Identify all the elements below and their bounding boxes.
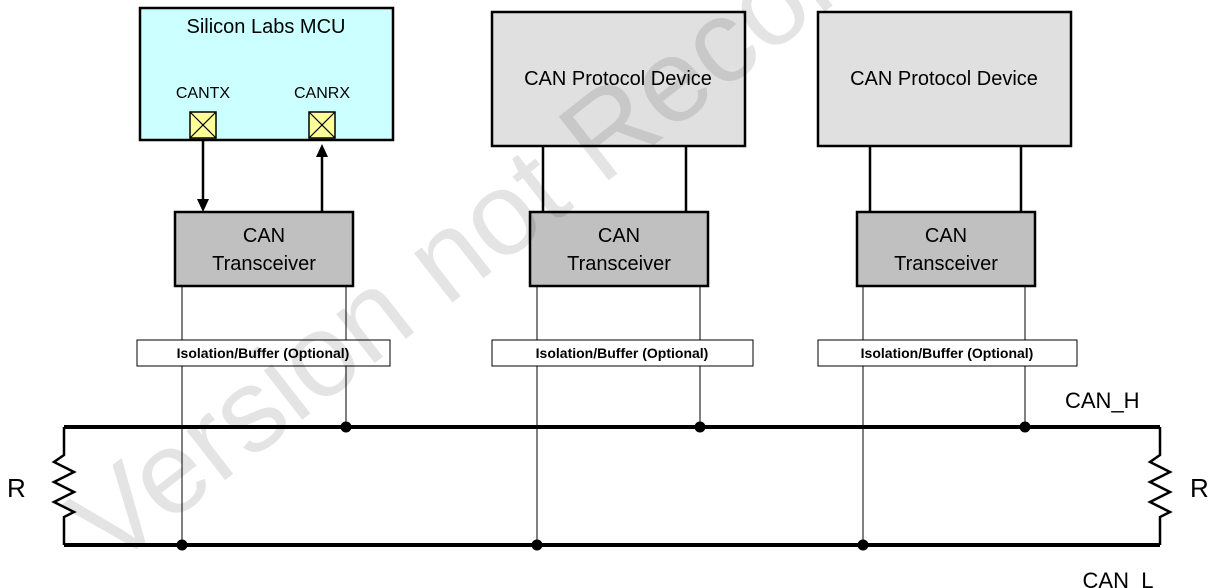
mcu-pin-rx-label: CANRX xyxy=(294,85,350,102)
transceiver-3-line2: Transceiver xyxy=(894,253,998,275)
bus-junction-dots xyxy=(176,421,1031,551)
pin-tx-icon xyxy=(189,111,217,139)
transceiver-box-2 xyxy=(528,210,710,288)
transceiver-1-line2: Transceiver xyxy=(212,253,316,275)
tx-arrow xyxy=(197,140,209,212)
mcu-title: Silicon Labs MCU xyxy=(187,16,346,38)
left-resistor-label: R xyxy=(7,473,26,503)
right-resistor-icon xyxy=(1147,427,1173,545)
rx-arrow xyxy=(316,144,328,212)
transceiver-3-line1: CAN xyxy=(925,225,967,247)
isolation-box-3 xyxy=(817,339,1078,367)
isolation-label-1: Isolation/Buffer (Optional) xyxy=(177,345,350,361)
protocol-device-label-2: CAN Protocol Device xyxy=(850,68,1038,90)
isolation-box-1 xyxy=(136,339,391,367)
right-resistor-label: R xyxy=(1190,473,1209,503)
isolation-label-3: Isolation/Buffer (Optional) xyxy=(861,345,1034,361)
protocol-device-box-2 xyxy=(816,10,1073,148)
device-link-lines xyxy=(541,146,1023,212)
transceiver-2-line2: Transceiver xyxy=(567,253,671,275)
protocol-device-label-1: CAN Protocol Device xyxy=(524,68,712,90)
left-resistor-icon xyxy=(51,427,77,545)
protocol-device-box-1 xyxy=(490,10,747,148)
isolation-box-2 xyxy=(491,339,754,367)
transceiver-2-line1: CAN xyxy=(598,225,640,247)
transceiver-box-3 xyxy=(855,210,1037,288)
transceiver-box-1 xyxy=(173,210,355,288)
mcu-pin-tx-label: CANTX xyxy=(176,85,231,102)
can-l-label: CAN_L xyxy=(1083,568,1154,588)
can-h-label: CAN_H xyxy=(1065,388,1140,413)
isolation-label-2: Isolation/Buffer (Optional) xyxy=(536,345,709,361)
transceiver-1-line1: CAN xyxy=(243,225,285,247)
mcu-box xyxy=(138,6,395,142)
pin-rx-icon xyxy=(308,111,336,139)
